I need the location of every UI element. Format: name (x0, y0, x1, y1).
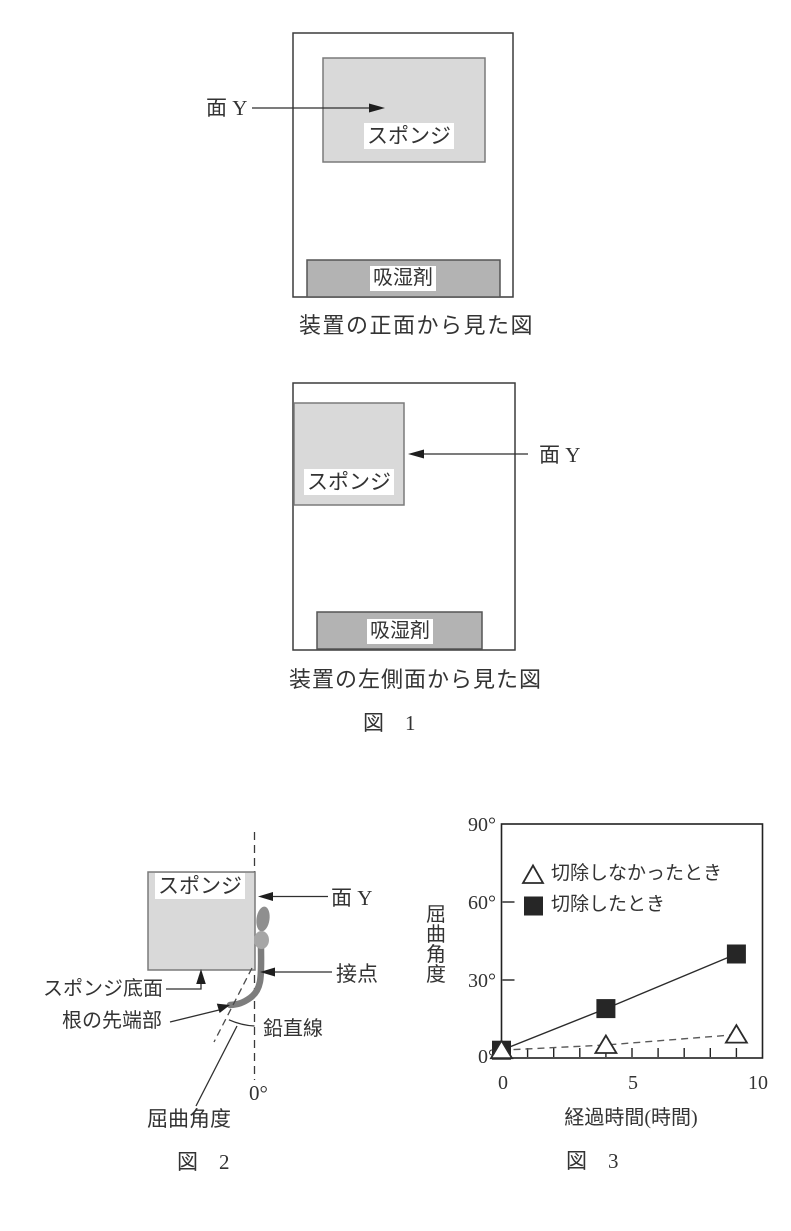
sponge-label: スポンジ (155, 873, 245, 900)
x-tick-label-10: 10 (748, 1072, 768, 1094)
legend-item-not-excised: 切除しなかったとき (551, 863, 723, 884)
desiccant-label: 吸湿剤 (370, 266, 436, 291)
y-tick-label-90: 90° (468, 814, 496, 836)
y-tick-label-0: 0° (478, 1046, 496, 1068)
zero-degrees-label: 0° (249, 1081, 268, 1105)
left-arrowhead-icon (260, 967, 275, 977)
left-arrowhead-icon (258, 892, 273, 901)
contact-point-label: 接点 (336, 962, 378, 986)
x-tick-label-5: 5 (628, 1072, 638, 1094)
bending-angle-pointer-line (195, 1025, 238, 1107)
left-arrowhead-icon (408, 449, 424, 459)
legend-triangle-marker-icon (521, 863, 545, 884)
y-tick-label-30: 30° (468, 970, 496, 992)
plot-frame (500, 823, 764, 1059)
sponge-label: スポンジ (304, 469, 394, 496)
root-tip-label: 根の先端部 (62, 1010, 162, 1032)
figure1-label: 図 1 (363, 711, 416, 735)
plumb-line-label: 鉛直線 (263, 1018, 323, 1040)
right-arrowhead-icon (369, 103, 385, 113)
sponge-label: スポンジ (364, 123, 454, 150)
seed-upper-lobe (256, 906, 270, 932)
surface-y-label: 面 Y (331, 886, 373, 910)
surface-y-label: 面 Y (206, 96, 248, 120)
front-view-caption: 装置の正面から見た図 (299, 313, 535, 338)
x-axis-title: 経過時間(時間) (564, 1107, 698, 1129)
desiccant-label: 吸湿剤 (367, 619, 433, 644)
sponge-bottom-label: スポンジ底面 (43, 978, 163, 1000)
fig1-front-view-drawing (252, 32, 514, 298)
y-tick-label-60: 60° (468, 892, 496, 914)
x-tick-label-0: 0 (498, 1072, 508, 1094)
bending-root-path (226, 942, 265, 1009)
fig3-chart (489, 823, 764, 1060)
surface-y-label: 面 Y (539, 443, 581, 467)
bending-angle-label: 屈曲角度 (147, 1107, 231, 1131)
legend-square-marker-icon (524, 896, 543, 916)
chart-data-layer (489, 901, 749, 1060)
fig1-side-view-drawing (292, 382, 528, 651)
diagonal-arrowhead-icon (216, 1003, 230, 1013)
seed-lower-lobe (254, 931, 269, 949)
figure2-label: 図 2 (177, 1150, 230, 1174)
root-tip-direction-dashed-line (213, 967, 253, 1043)
sponge-bottom-connector-line (166, 983, 202, 990)
side-view-caption: 装置の左側面から見た図 (289, 667, 543, 692)
up-arrowhead-icon (196, 969, 206, 984)
legend-item-excised: 切除したとき (551, 894, 666, 915)
figure3-label: 図 3 (566, 1149, 619, 1173)
y-axis-title: 屈曲角度 (426, 904, 446, 986)
bending-angle-arc (228, 1019, 255, 1027)
seed-and-root (226, 906, 270, 1009)
root-tip-arrow-line (169, 1009, 220, 1023)
